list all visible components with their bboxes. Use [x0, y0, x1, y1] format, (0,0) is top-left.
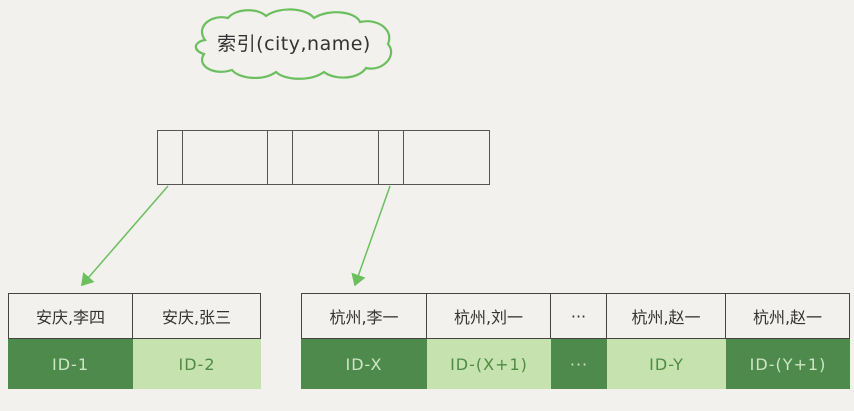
leaf-key: 安庆,李四	[8, 293, 133, 339]
leaf-key: ···	[551, 293, 607, 339]
node-pointer-cell	[158, 131, 183, 184]
node-key-cell	[183, 131, 268, 184]
leaf-value: ID-(Y+1)	[726, 339, 850, 389]
leaf-key: 杭州,李一	[301, 293, 427, 339]
leaf-value: ID-2	[133, 339, 261, 389]
leaf-value: ID-1	[8, 339, 133, 389]
leaf-value: ID-(X+1)	[427, 339, 551, 389]
leaf-key: 杭州,赵一	[607, 293, 726, 339]
leaf-entry: 杭州,刘一 ID-(X+1)	[427, 293, 551, 389]
index-label: 索引(city,name)	[217, 32, 371, 55]
leaf-entry: 安庆,李四 ID-1	[8, 293, 133, 389]
leaf-page-left: 安庆,李四 ID-1 安庆,张三 ID-2	[8, 293, 261, 389]
leaf-value: ID-X	[301, 339, 427, 389]
leaf-entry: 安庆,张三 ID-2	[133, 293, 261, 389]
node-key-cell	[293, 131, 379, 184]
leaf-page-right: 杭州,李一 ID-X 杭州,刘一 ID-(X+1) ··· ··· 杭州,赵一 …	[301, 293, 850, 389]
leaf-entry-ellipsis: ··· ···	[551, 293, 607, 389]
arrow-to-right-leaf	[351, 185, 391, 287]
node-pointer-cell	[379, 131, 404, 184]
leaf-key: 杭州,赵一	[726, 293, 850, 339]
arrow-to-left-leaf	[81, 185, 169, 287]
leaf-entry: 杭州,赵一 ID-Y	[607, 293, 726, 389]
leaf-value: ···	[551, 339, 607, 389]
node-key-cell	[404, 131, 489, 184]
leaf-entry: 杭州,李一 ID-X	[301, 293, 427, 389]
leaf-key: 安庆,张三	[133, 293, 261, 339]
leaf-entry: 杭州,赵一 ID-(Y+1)	[726, 293, 850, 389]
node-pointer-cell	[268, 131, 293, 184]
leaf-key: 杭州,刘一	[427, 293, 551, 339]
leaf-value: ID-Y	[607, 339, 726, 389]
index-cloud-shape	[194, 8, 393, 80]
index-root-node	[157, 130, 490, 185]
